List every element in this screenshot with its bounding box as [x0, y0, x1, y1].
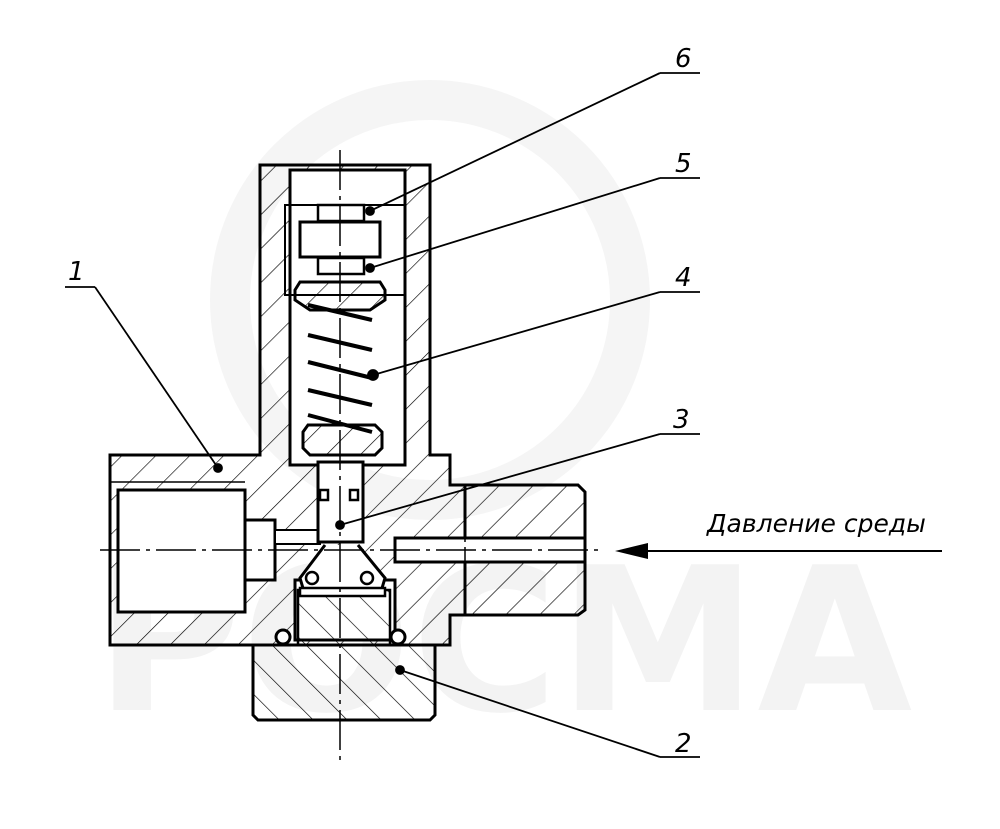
callout-6 — [365, 72, 700, 216]
callout-label-5: 5 — [675, 149, 692, 179]
pressure-arrow — [615, 543, 942, 559]
valve-poppet — [298, 423, 387, 598]
callout-1 — [65, 286, 223, 473]
valve-body — [108, 163, 467, 647]
callout-label-4: 4 — [675, 263, 692, 293]
callout-4 — [367, 291, 700, 381]
callout-label-3: 3 — [673, 405, 690, 435]
callout-2 — [395, 665, 700, 758]
callout-label-6: 6 — [675, 44, 692, 74]
callout-label-1: 1 — [68, 257, 85, 287]
callout-5 — [365, 177, 700, 273]
callout-3 — [335, 433, 700, 530]
pressure-label: Давление среды — [706, 509, 926, 538]
callout-label-2: 2 — [675, 729, 692, 759]
